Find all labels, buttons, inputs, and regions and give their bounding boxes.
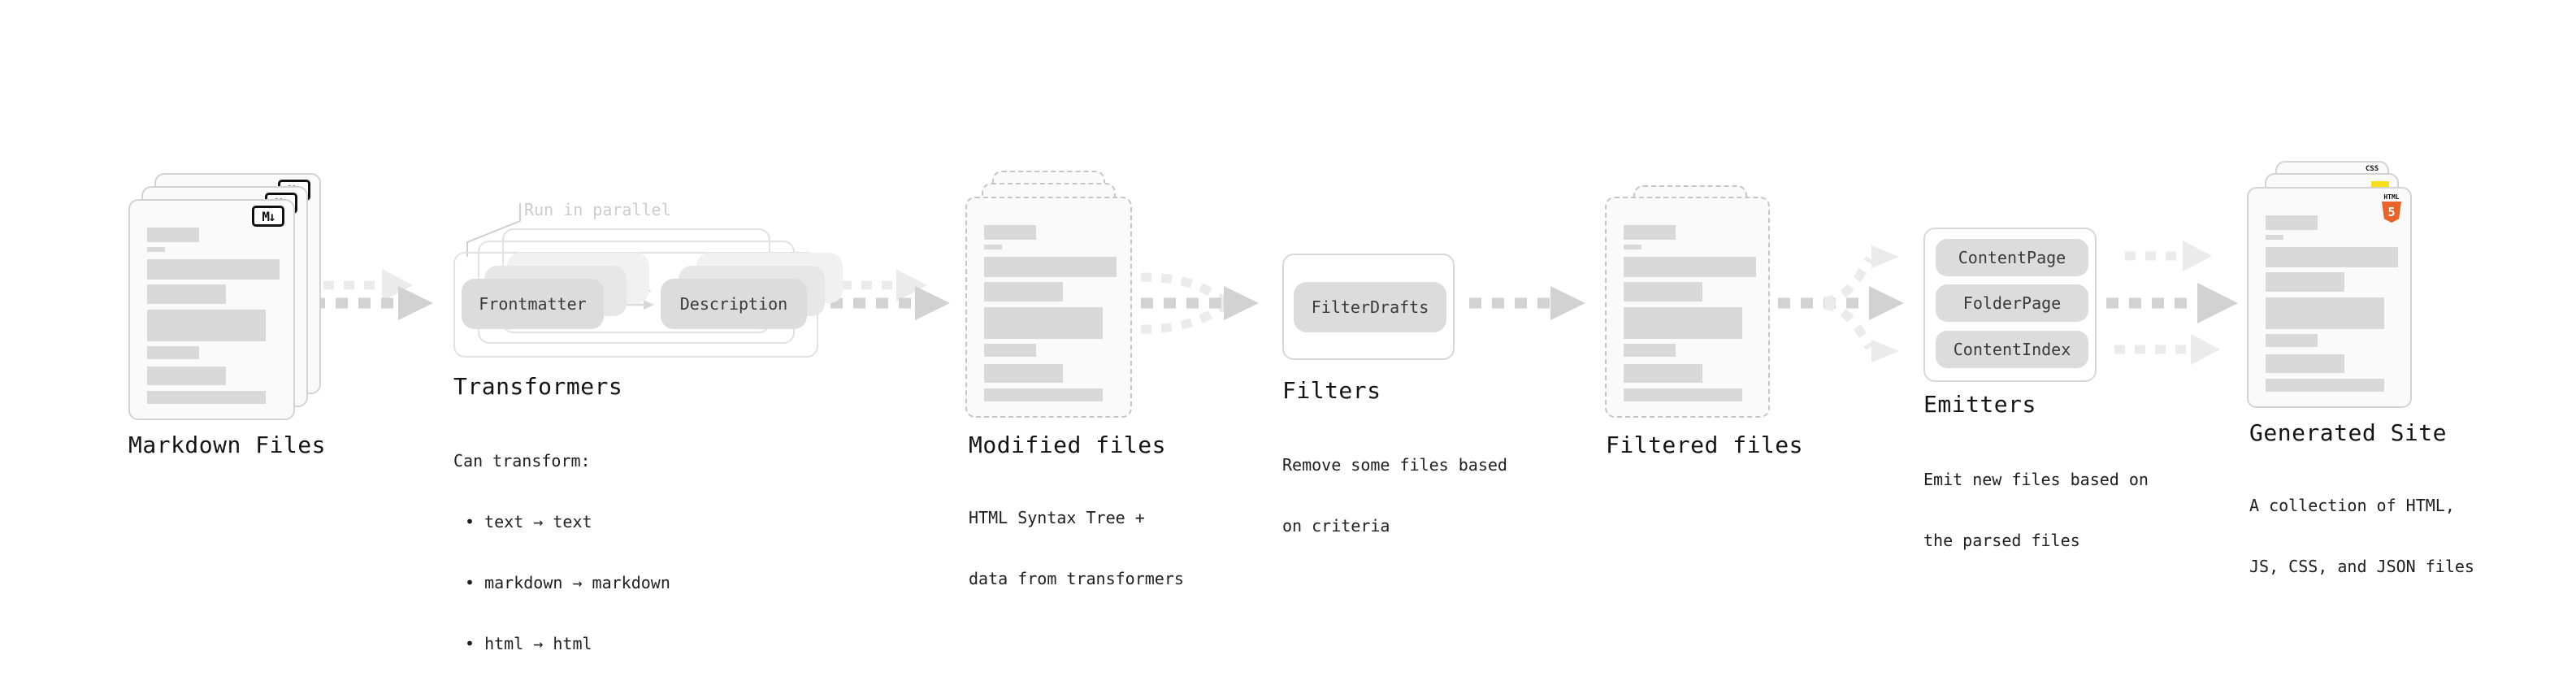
connector-markdown-to-transformers	[313, 269, 433, 320]
placeholder-text-bar	[2266, 235, 2283, 240]
placeholder-text-bar	[147, 346, 199, 359]
placeholder-text-bar	[1624, 344, 1676, 357]
placeholder-text-bar	[1624, 282, 1702, 301]
filters-panel: FilterDrafts	[1282, 254, 1455, 360]
emitter-pill-folderpage: FolderPage	[1936, 284, 2088, 322]
file-card: M↓	[128, 199, 295, 420]
placeholder-text-bar	[147, 310, 266, 341]
placeholder-text-bar	[147, 228, 199, 242]
placeholder-text-bar	[2266, 379, 2384, 392]
desc-bullet: • text → text	[465, 512, 592, 531]
desc-line: JS, CSS, and JSON files	[2249, 557, 2474, 576]
placeholder-text-bar	[147, 284, 226, 304]
desc-line: A collection of HTML,	[2249, 496, 2455, 515]
placeholder-text-bar	[1624, 225, 1676, 240]
placeholder-text-bar	[2266, 272, 2344, 292]
stage-label-emitters: Emitters	[1923, 391, 2036, 418]
placeholder-text-bar	[984, 344, 1036, 357]
filter-pill-filterdrafts: FilterDrafts	[1294, 282, 1446, 332]
placeholder-text-bar	[147, 367, 226, 385]
file-card	[965, 197, 1132, 418]
desc-bullet: • html → html	[465, 634, 592, 653]
placeholder-text-bar	[984, 388, 1103, 401]
desc-line: HTML Syntax Tree +	[969, 508, 1145, 527]
stage-label-modified-files: Modified files	[969, 432, 1167, 458]
connector-modified-to-filters	[1140, 272, 1259, 334]
stage-label-generated-site: Generated Site	[2249, 419, 2448, 446]
placeholder-text-bar	[984, 364, 1063, 383]
stage-label-markdown-files: Markdown Files	[128, 432, 327, 458]
stage-description-transformers: Can transform: • text → text • markdown …	[453, 410, 670, 681]
desc-line: Can transform:	[453, 451, 591, 471]
file-card: HTML 5	[2247, 187, 2412, 408]
placeholder-text-bar	[984, 257, 1117, 277]
run-in-parallel-annotation: Run in parallel	[524, 200, 671, 219]
placeholder-text-bar	[1624, 257, 1756, 277]
transformer-pill-frontmatter: Frontmatter	[462, 279, 604, 329]
placeholder-text-bar	[147, 247, 165, 252]
stage-description-filters: Remove some files based on criteria	[1282, 414, 1507, 577]
placeholder-text-bar	[984, 307, 1103, 339]
transformer-pill-description: Description	[661, 279, 807, 329]
emitter-pill-contentpage: ContentPage	[1936, 239, 2088, 276]
placeholder-text-bar	[1624, 307, 1742, 339]
stage-description-modified-files: HTML Syntax Tree + data from transformer…	[969, 467, 1184, 630]
placeholder-text-bar	[2266, 247, 2398, 267]
stage-label-filtered-files: Filtered files	[1606, 432, 1804, 458]
connector-filters-to-filtered	[1469, 286, 1585, 320]
placeholder-text-bar	[147, 391, 266, 404]
desc-line: the parsed files	[1923, 531, 2080, 550]
connector-emitters-to-site	[2106, 241, 2238, 365]
placeholder-text-bar	[1624, 245, 1641, 249]
desc-bullet: • markdown → markdown	[465, 573, 670, 592]
placeholder-text-bar	[147, 259, 280, 280]
placeholder-text-bar	[1624, 388, 1742, 401]
stage-label-filters: Filters	[1282, 377, 1381, 404]
desc-line: Emit new files based on	[1923, 470, 2149, 489]
stage-label-transformers: Transformers	[453, 373, 623, 400]
markdown-icon: M↓	[252, 206, 284, 227]
placeholder-text-bar	[984, 225, 1036, 240]
stage-description-emitters: Emit new files based on the parsed files	[1923, 429, 2149, 592]
emitters-panel: ContentPage FolderPage ContentIndex	[1923, 228, 2097, 382]
connector-filtered-to-emitters	[1778, 245, 1904, 362]
placeholder-text-bar	[2266, 297, 2384, 329]
desc-line: data from transformers	[969, 569, 1184, 588]
placeholder-text-bar	[2266, 334, 2318, 347]
placeholder-text-bar	[1624, 364, 1702, 383]
placeholder-text-bar	[2266, 354, 2344, 373]
desc-line: on criteria	[1282, 516, 1390, 536]
html5-icon: HTML 5	[2381, 193, 2402, 223]
placeholder-text-bar	[984, 282, 1063, 301]
desc-line: Remove some files based	[1282, 455, 1507, 475]
placeholder-text-bar	[2266, 215, 2318, 230]
placeholder-text-bar	[984, 245, 1002, 249]
emitter-pill-contentindex: ContentIndex	[1936, 331, 2088, 368]
stage-description-generated-site: A collection of HTML, JS, CSS, and JSON …	[2249, 455, 2474, 618]
file-card	[1605, 197, 1770, 418]
connector-transformers-to-modified	[830, 269, 950, 320]
